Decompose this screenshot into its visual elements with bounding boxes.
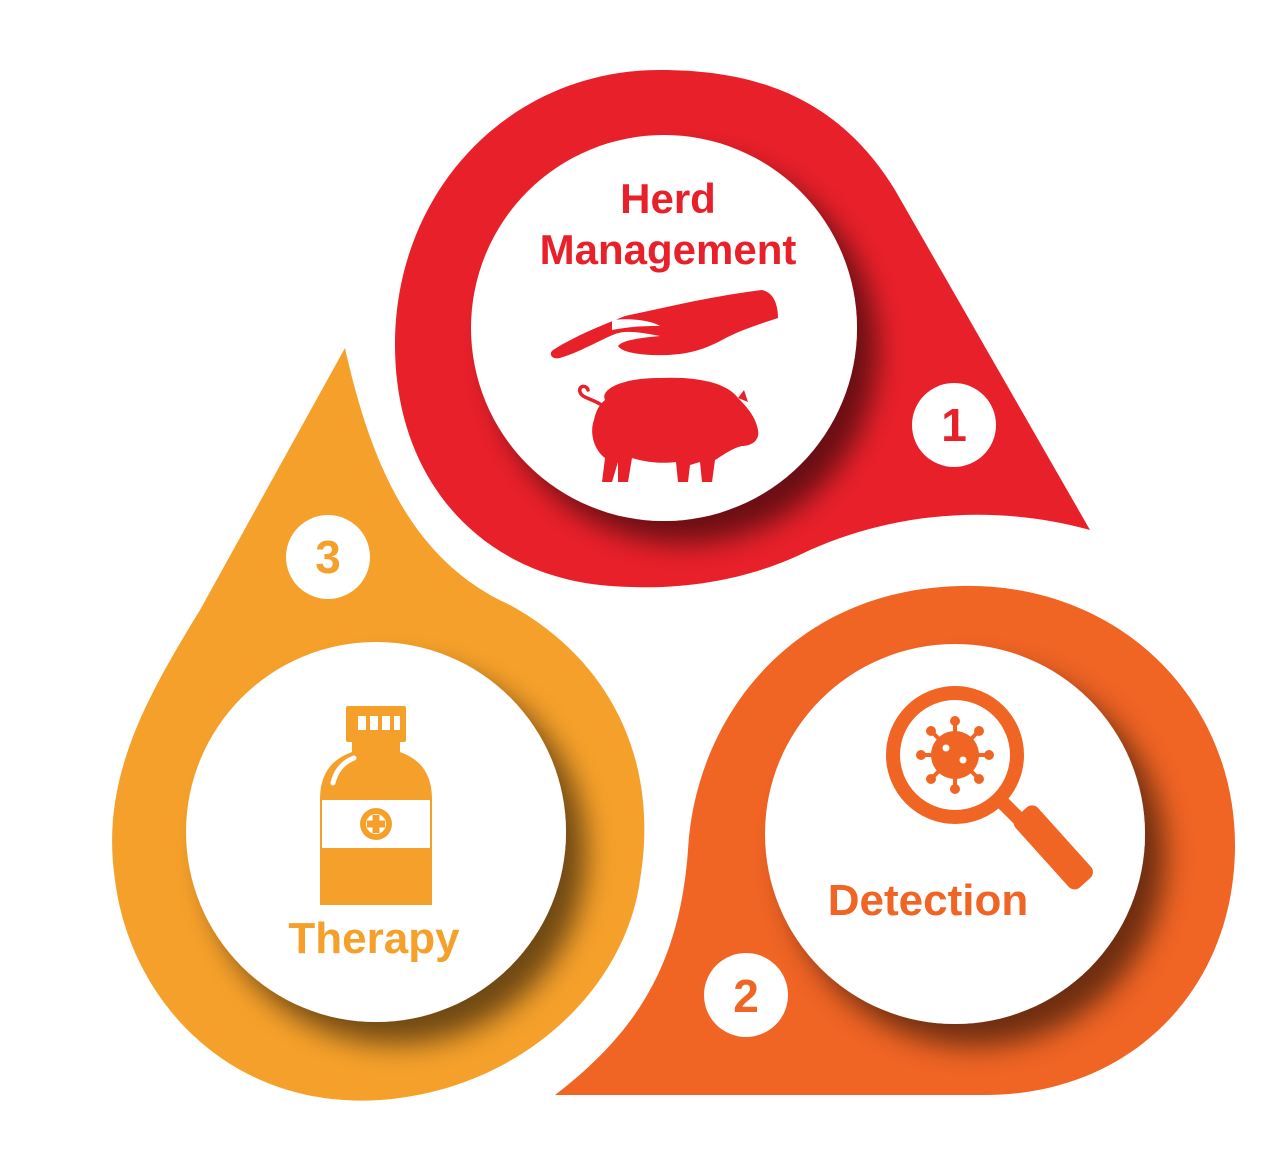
pig-icon: [577, 377, 759, 482]
step-3-badge: [286, 515, 370, 599]
detection-label: Detection: [828, 876, 1028, 925]
step-3-number: 3: [315, 531, 341, 583]
hand-icon: [550, 290, 778, 359]
herd-management-segment: Herd Management 1: [395, 70, 1090, 588]
therapy-label: Therapy: [288, 914, 460, 963]
medical-cross-icon: [360, 808, 392, 840]
therapy-segment: Therapy 3: [112, 348, 645, 1101]
detection-segment: Detection 2: [555, 585, 1235, 1095]
step-1-number: 1: [941, 399, 967, 451]
herd-title-line1: Herd: [620, 175, 716, 222]
step-2-badge: [704, 953, 788, 1037]
virus-icon: [916, 716, 994, 794]
herd-title-line2: Management: [540, 226, 797, 273]
magnifier-icon: [886, 686, 1093, 890]
step-1-badge: [912, 383, 996, 467]
detection-inner-circle: [765, 644, 1145, 1024]
step-2-number: 2: [733, 970, 759, 1022]
